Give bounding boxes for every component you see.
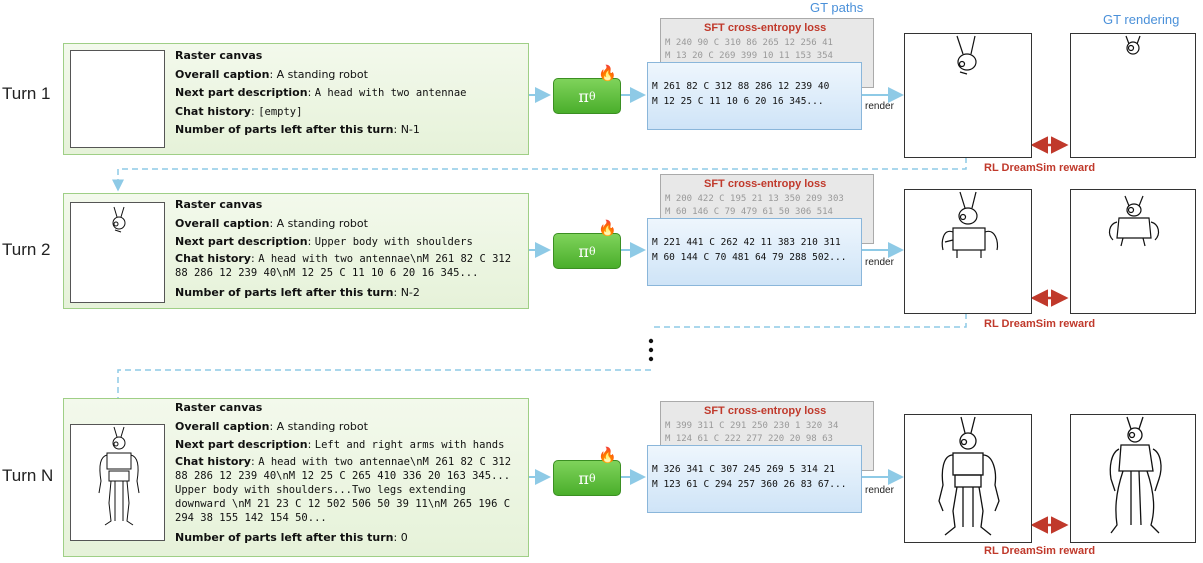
predicted-paths-card: M 221 441 C 262 42 11 383 210 311 M 60 1… <box>647 218 862 286</box>
sft-loss-label: SFT cross-entropy loss <box>704 178 827 190</box>
input-panel: Raster canvas Overall caption: A standin… <box>63 398 529 557</box>
raster-canvas <box>70 424 165 541</box>
robot-drawing <box>98 426 140 526</box>
input-panel: Raster canvas Overall caption: A standin… <box>63 43 529 155</box>
fire-icon: 🔥 <box>598 219 617 237</box>
rl-reward-label: RL DreamSim reward <box>984 162 1096 174</box>
prompt-text: Raster canvas Overall caption: A standin… <box>175 401 512 544</box>
ellipsis-dot <box>648 338 654 344</box>
sft-loss-label: SFT cross-entropy loss <box>704 405 827 417</box>
predicted-paths-card: M 261 82 C 312 88 286 12 239 40 M 12 25 … <box>647 62 862 130</box>
gt-rendering-header: GT rendering <box>1103 12 1180 27</box>
fire-icon: 🔥 <box>598 446 617 464</box>
robot-drawing <box>1108 195 1160 247</box>
robot-drawing <box>941 191 999 258</box>
rl-reward-label: RL DreamSim reward <box>984 318 1096 330</box>
robot-drawing <box>112 206 126 233</box>
render-label: render <box>865 257 894 268</box>
robot-drawing <box>956 35 977 75</box>
gt-rendering-image <box>1070 33 1196 158</box>
rl-reward-label: RL DreamSim reward <box>984 545 1096 557</box>
turn-label: Turn 2 <box>2 240 51 259</box>
prompt-text: Raster canvas Overall caption: A standin… <box>175 49 467 136</box>
rendered-output <box>904 189 1032 314</box>
sft-loss-label: SFT cross-entropy loss <box>704 22 827 34</box>
predicted-paths-card: M 326 341 C 307 245 269 5 314 21 M 123 6… <box>647 445 862 513</box>
ellipsis-dot <box>648 356 654 362</box>
robot-drawing <box>1125 35 1141 55</box>
gt-paths-header: GT paths <box>810 0 864 15</box>
rendered-output <box>904 33 1032 158</box>
turn-label: Turn 1 <box>2 84 51 103</box>
input-panel: Raster canvas Overall caption: A standin… <box>63 193 529 309</box>
raster-canvas <box>70 202 165 303</box>
ellipsis-dot <box>648 347 654 353</box>
rendered-output <box>904 414 1032 543</box>
render-label: render <box>865 101 894 112</box>
turn-label: Turn N <box>2 466 54 485</box>
robot-drawing <box>1109 416 1162 534</box>
fire-icon: 🔥 <box>598 64 617 82</box>
prompt-text: Raster canvas Overall caption: A standin… <box>175 198 512 299</box>
raster-canvas <box>70 50 165 148</box>
gt-rendering-image <box>1070 414 1196 543</box>
gt-rendering-image <box>1070 189 1196 314</box>
robot-drawing <box>938 416 1000 536</box>
render-label: render <box>865 485 894 496</box>
